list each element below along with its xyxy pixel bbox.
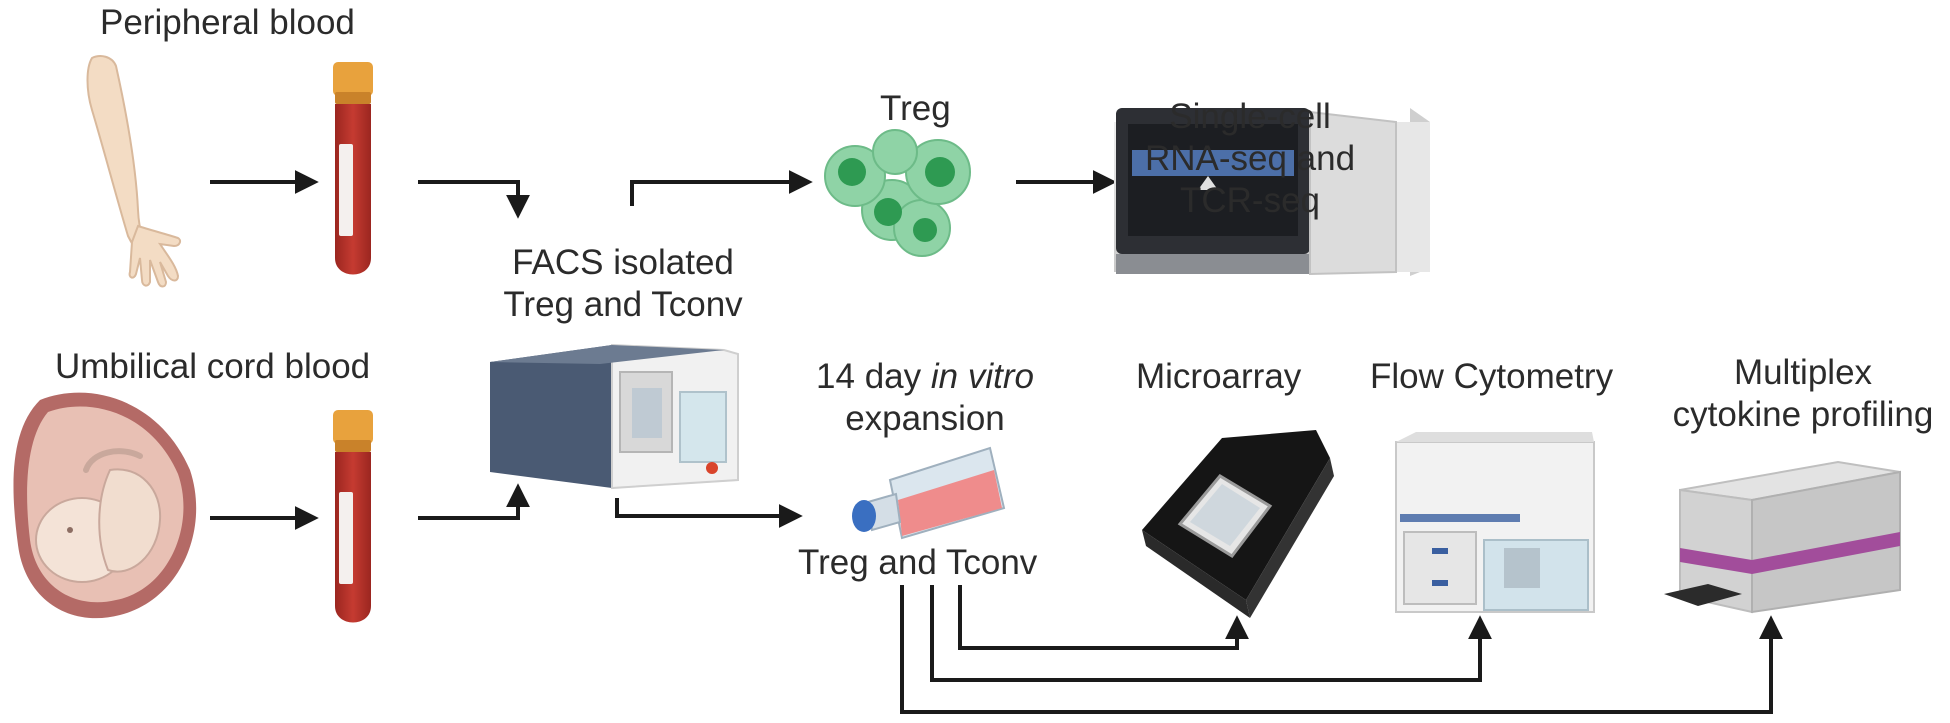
arrow-to-flow-cytometry	[930, 585, 1492, 682]
blood-tube-icon	[333, 410, 373, 623]
treg-label: Treg	[880, 89, 951, 128]
multiplex-label: Multiplex cytokine profiling	[1660, 352, 1946, 436]
scrna-label: Single-cell RNA-seq and TCR-seq	[1140, 96, 1360, 222]
treg-tconv-label: Treg and Tconv	[798, 543, 1038, 582]
flow-cytometer-icon	[1395, 432, 1595, 613]
expansion-prefix: 14 day	[816, 357, 931, 396]
peripheral-blood-label: Peripheral blood	[100, 3, 355, 42]
flow-cytometry-label: Flow Cytometry	[1370, 357, 1614, 396]
arrow-facs-to-treg	[630, 170, 813, 206]
arrows	[210, 170, 1783, 714]
expansion-label: 14 day in vitro expansion	[790, 356, 1060, 440]
scrna-label-line2: RNA-seq and	[1144, 139, 1356, 178]
arrow-tube-to-facs-bottom	[418, 483, 530, 520]
expansion-italic: in vitro	[930, 357, 1034, 396]
facs-label-line2: Treg and Tconv	[503, 285, 743, 324]
multiplex-label-line1: Multiplex	[1733, 353, 1873, 392]
plate-reader-icon	[1664, 460, 1901, 614]
fetus-in-womb-icon	[13, 392, 197, 619]
expansion-label-line2: expansion	[845, 399, 1005, 438]
arrow-tube-to-facs-top	[418, 180, 530, 219]
facs-label-line1: FACS isolated	[512, 243, 734, 282]
arrow-to-microarray	[958, 585, 1249, 650]
scrna-label-line1: Single-cell	[1169, 97, 1331, 136]
arrow-to-multiplex	[900, 585, 1783, 714]
facs-label: FACS isolated Treg and Tconv	[488, 242, 758, 326]
scrna-label-line3: TCR-seq	[1179, 181, 1321, 220]
facs-sorter-icon	[490, 343, 739, 490]
umbilical-cord-blood-label: Umbilical cord blood	[55, 347, 371, 386]
treg-cells-icon	[824, 129, 971, 257]
arrow-facs-to-expansion	[615, 498, 803, 528]
microarray-chip-icon	[1142, 430, 1334, 618]
sequencer-icon	[1114, 108, 1430, 276]
expansion-label-line1: 14 day in vitro	[790, 356, 1060, 398]
culture-flask-icon	[852, 446, 1006, 540]
multiplex-label-line2: cytokine profiling	[1672, 395, 1934, 434]
microarray-label: Microarray	[1136, 357, 1302, 396]
arm-icon	[86, 55, 182, 288]
blood-tube-icon	[333, 62, 373, 275]
